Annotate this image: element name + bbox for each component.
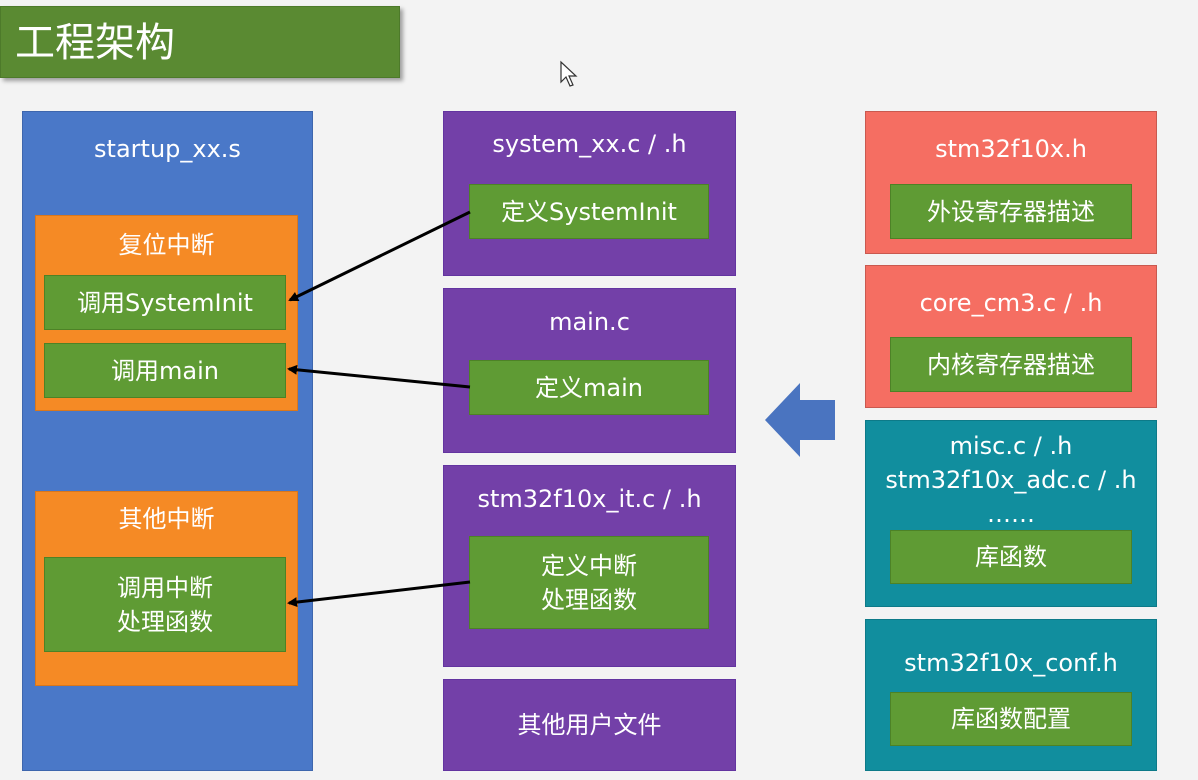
systeminit-call-arrow: [288, 210, 471, 302]
library-config-box: 库函数配置: [890, 692, 1132, 746]
library-functions-box: 库函数: [890, 530, 1132, 584]
call-main-box: 调用main: [44, 343, 286, 398]
startup-title: startup_xx.s: [94, 135, 241, 163]
call-handler-box: 调用中断 处理函数: [44, 557, 286, 652]
define-systeminit-box: 定义SystemInit: [469, 184, 709, 239]
page-title: 工程架构: [0, 6, 400, 78]
peripheral-register-box: 外设寄存器描述: [890, 184, 1132, 239]
other-interrupts-title: 其他中断: [118, 505, 215, 533]
conf-file-title: stm32f10x_conf.h: [904, 649, 1118, 677]
system-file-title: system_xx.c / .h: [492, 130, 687, 158]
library-files-title: misc.c / .h stm32f10x_adc.c / .h ……: [885, 432, 1137, 528]
left-block-arrow-icon: [765, 383, 835, 457]
handler-call-arrow: [287, 580, 471, 608]
reset-interrupt-title: 复位中断: [118, 231, 215, 259]
call-systeminit-box: 调用SystemInit: [44, 275, 286, 330]
main-call-arrow: [287, 364, 471, 389]
it-file-title: stm32f10x_it.c / .h: [477, 485, 702, 513]
other-user-files-panel: 其他用户文件: [443, 679, 736, 771]
define-main-box: 定义main: [469, 360, 709, 415]
core-cm3-title: core_cm3.c / .h: [919, 289, 1103, 317]
other-user-files-title: 其他用户文件: [517, 711, 662, 739]
main-file-title: main.c: [549, 308, 630, 336]
define-handler-box: 定义中断 处理函数: [469, 536, 709, 629]
stm32-header-title: stm32f10x.h: [935, 135, 1087, 163]
core-register-box: 内核寄存器描述: [890, 337, 1132, 392]
mouse-cursor-icon: [560, 60, 578, 87]
